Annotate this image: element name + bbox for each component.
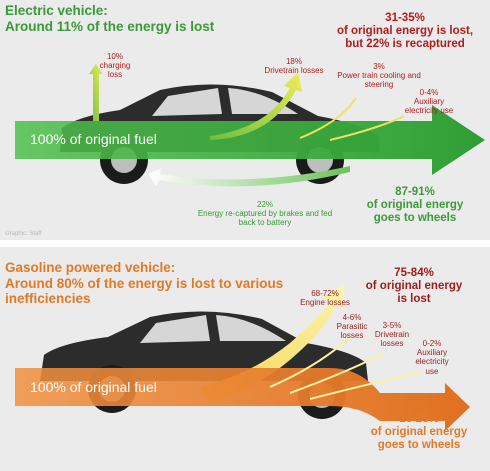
ev-auxiliary-loss-line bbox=[329, 115, 405, 141]
gas-drivetrain-text1: Drivetrain bbox=[374, 330, 410, 340]
ev-drivetrain-text: Drivetrain losses bbox=[264, 66, 324, 76]
gasoline-vehicle-panel: Gasoline powered vehicle: Around 80% of … bbox=[0, 247, 490, 471]
gasoline-diagram-graphic bbox=[15, 285, 470, 431]
gas-auxiliary-text2: electricity bbox=[415, 357, 449, 367]
gas-to-wheels-percent: 16-25% bbox=[399, 413, 439, 425]
ev-cooling-text2: steering bbox=[364, 80, 394, 90]
ev-fuel-label: 100% of original fuel bbox=[30, 131, 157, 147]
ev-recapture-arrow bbox=[148, 166, 350, 187]
ev-loss-line3: but 22% is recaptured bbox=[345, 38, 465, 51]
ev-cooling-label: 3% Power train cooling and steering bbox=[334, 62, 424, 90]
gas-parasitic-percent: 4-6% bbox=[342, 313, 362, 322]
gas-drivetrain-loss-line bbox=[289, 352, 385, 394]
gas-drivetrain-percent: 3-5% bbox=[382, 321, 402, 330]
ev-drivetrain-loss-swoosh bbox=[210, 72, 302, 140]
ev-recaptured-text2: back to battery bbox=[238, 218, 292, 228]
ev-drivetrain-label: 18% Drivetrain losses bbox=[258, 57, 330, 75]
gas-to-wheels-text1: of original energy bbox=[370, 426, 468, 439]
gas-loss-percent: 75-84% bbox=[394, 267, 434, 279]
electric-diagram-graphic bbox=[15, 64, 485, 187]
gas-engine-losses-percent: 68-72% bbox=[311, 289, 339, 298]
ev-charging-loss-text2: loss bbox=[107, 70, 123, 80]
ev-recaptured-label: 22% Energy re-captured by brakes and fed… bbox=[190, 200, 340, 228]
gas-parasitic-label: 4-6% Parasitic losses bbox=[330, 313, 374, 341]
gas-engine-losses-label: 68-72% Engine losses bbox=[300, 289, 350, 307]
ev-title-line1: Electric vehicle: bbox=[5, 3, 108, 18]
ev-cooling-loss-line bbox=[299, 97, 357, 139]
ev-charging-loss-label: 10% charging loss bbox=[95, 52, 135, 80]
gas-drivetrain-label: 3-5% Drivetrain losses bbox=[370, 321, 414, 349]
gas-title-line1: Gasoline powered vehicle: bbox=[5, 260, 176, 275]
ev-loss-headline: 31-35% of original energy is lost, but 2… bbox=[320, 12, 490, 52]
ev-charging-loss-text1: charging bbox=[99, 61, 131, 71]
ev-main-energy-arrow bbox=[15, 105, 485, 175]
ev-to-wheels-percent: 87-91% bbox=[395, 186, 435, 198]
ev-charging-loss-percent: 10% bbox=[106, 52, 123, 61]
ev-recaptured-text1: Energy re-captured by brakes and fed bbox=[197, 209, 333, 219]
ev-loss-percent: 31-35% bbox=[385, 12, 425, 24]
gas-to-wheels-label: 16-25% of original energy goes to wheels bbox=[364, 413, 474, 453]
gas-loss-line2: of original energy bbox=[365, 280, 463, 293]
gas-auxiliary-text1: Auxiliary bbox=[416, 348, 448, 358]
ev-auxiliary-label: 0-4% Auxiliary electricity use bbox=[396, 88, 462, 116]
gas-parasitic-loss-line bbox=[269, 336, 351, 388]
gas-to-wheels-text2: goes to wheels bbox=[377, 439, 461, 452]
gas-auxiliary-label: 0-2% Auxiliary electricity use bbox=[410, 339, 454, 376]
ev-to-wheels-text1: of original energy bbox=[366, 199, 464, 212]
gas-loss-headline: 75-84% of original energy is lost bbox=[344, 267, 484, 307]
gas-auxiliary-text3: use bbox=[425, 366, 439, 376]
panel-divider bbox=[0, 240, 490, 247]
ev-cooling-percent: 3% bbox=[373, 62, 385, 71]
gas-loss-line3: is lost bbox=[397, 293, 431, 306]
ev-auxiliary-text1: Auxiliary bbox=[413, 97, 445, 107]
gas-parasitic-text2: losses bbox=[340, 331, 364, 341]
ev-loss-line2: of original energy is lost, bbox=[336, 25, 474, 38]
ev-title-line2: Around 11% of the energy is lost bbox=[5, 18, 215, 34]
electric-vehicle-panel: Electric vehicle: Around 11% of the ener… bbox=[0, 0, 490, 240]
gas-fuel-label: 100% of original fuel bbox=[30, 379, 157, 395]
ev-recaptured-percent: 22% bbox=[256, 200, 273, 209]
gas-title-line2: Around 80% of the energy is lost to vari… bbox=[5, 275, 284, 291]
ev-cooling-text1: Power train cooling and bbox=[337, 71, 421, 81]
gas-title: Gasoline powered vehicle: Around 80% of … bbox=[5, 260, 283, 307]
ev-auxiliary-text2: electricity use bbox=[404, 106, 454, 116]
ev-drivetrain-percent: 18% bbox=[285, 57, 302, 66]
ev-auxiliary-percent: 0-4% bbox=[419, 88, 439, 97]
gas-auxiliary-percent: 0-2% bbox=[422, 339, 442, 348]
gas-title-line3: inefficiencies bbox=[5, 291, 91, 307]
ev-to-wheels-text2: goes to wheels bbox=[373, 212, 457, 225]
gas-drivetrain-text2: losses bbox=[380, 339, 404, 349]
gas-auxiliary-loss-line bbox=[309, 372, 421, 400]
ev-charging-loss-arrow bbox=[89, 64, 103, 121]
ev-title: Electric vehicle: Around 11% of the ener… bbox=[5, 3, 214, 34]
gas-main-energy-arrow bbox=[15, 368, 470, 431]
ev-to-wheels-label: 87-91% of original energy goes to wheels bbox=[360, 186, 470, 226]
ev-graphic-credit: Graphic: Staff bbox=[5, 231, 42, 237]
gas-parasitic-text1: Parasitic bbox=[336, 322, 368, 332]
gas-engine-losses-text: Engine losses bbox=[300, 298, 350, 308]
